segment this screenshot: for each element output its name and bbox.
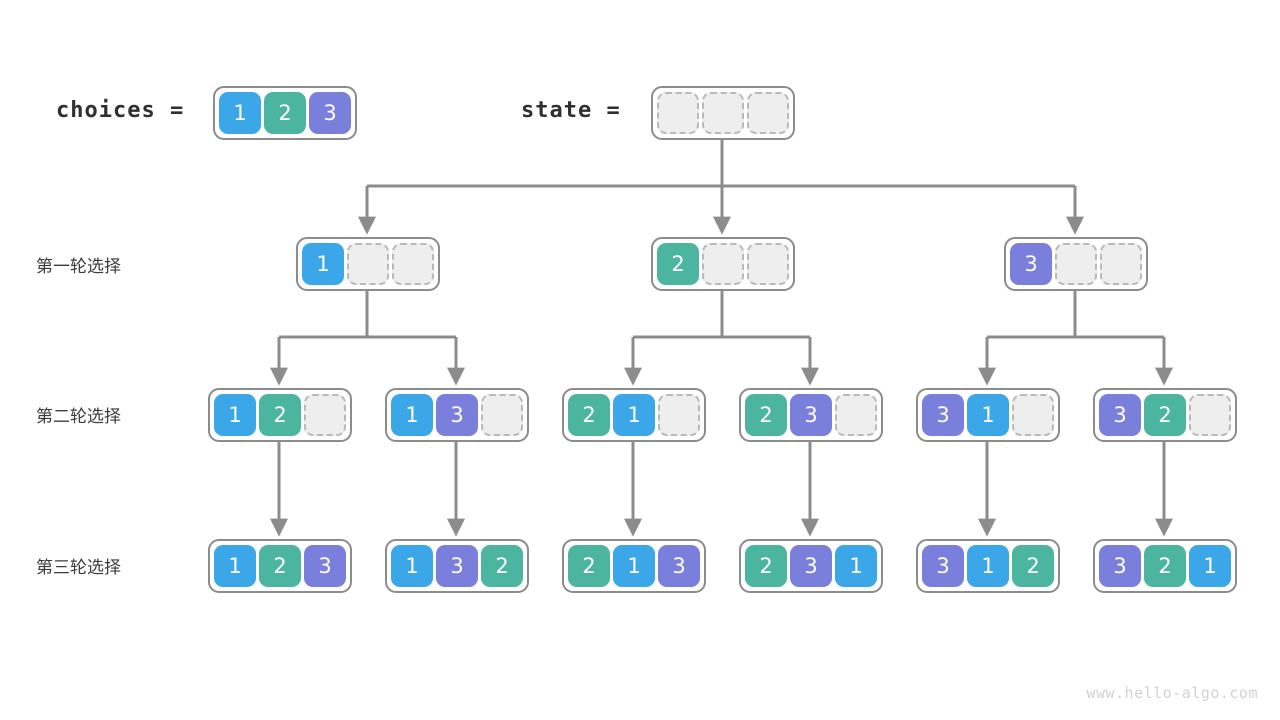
cell-value: 2 xyxy=(745,545,787,587)
cell-empty xyxy=(1012,394,1054,436)
cell-empty xyxy=(747,243,789,285)
cell-value: 3 xyxy=(790,545,832,587)
cell-empty xyxy=(702,243,744,285)
level3-node-0: 1 2 3 xyxy=(208,539,352,593)
cell-value: 3 xyxy=(304,545,346,587)
cell-value: 1 xyxy=(967,545,1009,587)
cell-value: 3 xyxy=(1099,394,1141,436)
row-label-round-3: 第三轮选择 xyxy=(36,558,121,578)
cell-value: 2 xyxy=(1144,394,1186,436)
level1-node-1: 2 xyxy=(651,237,795,291)
state-cell-1 xyxy=(702,92,744,134)
watermark: www.hello-algo.com xyxy=(1086,684,1258,702)
cell-value: 1 xyxy=(613,545,655,587)
cell-value: 2 xyxy=(568,545,610,587)
level3-node-2: 2 1 3 xyxy=(562,539,706,593)
row-label-round-1: 第一轮选择 xyxy=(36,257,121,277)
level1-node-2: 3 xyxy=(1004,237,1148,291)
choices-array: 1 2 3 xyxy=(213,86,357,140)
cell-value: 2 xyxy=(259,545,301,587)
level3-node-4: 3 1 2 xyxy=(916,539,1060,593)
cell-value: 3 xyxy=(790,394,832,436)
level2-node-5: 3 2 xyxy=(1093,388,1237,442)
choices-cell-0: 1 xyxy=(219,92,261,134)
cell-empty xyxy=(1189,394,1231,436)
cell-empty xyxy=(304,394,346,436)
cell-empty xyxy=(658,394,700,436)
level2-node-4: 3 1 xyxy=(916,388,1060,442)
choices-cell-2: 3 xyxy=(309,92,351,134)
cell-value: 3 xyxy=(922,394,964,436)
cell-value: 2 xyxy=(657,243,699,285)
state-cell-2 xyxy=(747,92,789,134)
cell-value: 1 xyxy=(214,545,256,587)
cell-empty xyxy=(1055,243,1097,285)
level2-node-3: 2 3 xyxy=(739,388,883,442)
level3-node-1: 1 3 2 xyxy=(385,539,529,593)
cell-empty xyxy=(481,394,523,436)
cell-value: 3 xyxy=(436,394,478,436)
cell-value: 2 xyxy=(481,545,523,587)
row-label-round-2: 第二轮选择 xyxy=(36,407,121,427)
cell-value: 1 xyxy=(302,243,344,285)
cell-value: 3 xyxy=(436,545,478,587)
cell-empty xyxy=(347,243,389,285)
cell-value: 1 xyxy=(967,394,1009,436)
cell-value: 1 xyxy=(214,394,256,436)
level2-node-2: 2 1 xyxy=(562,388,706,442)
cell-empty xyxy=(835,394,877,436)
cell-empty xyxy=(1100,243,1142,285)
cell-value: 1 xyxy=(1189,545,1231,587)
cell-empty xyxy=(392,243,434,285)
cell-value: 2 xyxy=(259,394,301,436)
cell-value: 3 xyxy=(658,545,700,587)
level3-node-3: 2 3 1 xyxy=(739,539,883,593)
cell-value: 2 xyxy=(568,394,610,436)
cell-value: 3 xyxy=(1010,243,1052,285)
level2-node-1: 1 3 xyxy=(385,388,529,442)
cell-value: 3 xyxy=(1099,545,1141,587)
cell-value: 1 xyxy=(613,394,655,436)
level2-node-0: 1 2 xyxy=(208,388,352,442)
cell-value: 3 xyxy=(922,545,964,587)
level1-node-0: 1 xyxy=(296,237,440,291)
state-label: state = xyxy=(521,98,621,123)
choices-label: choices = xyxy=(56,98,185,123)
level3-node-5: 3 2 1 xyxy=(1093,539,1237,593)
cell-value: 1 xyxy=(835,545,877,587)
cell-value: 1 xyxy=(391,545,433,587)
choices-cell-1: 2 xyxy=(264,92,306,134)
cell-value: 2 xyxy=(1144,545,1186,587)
state-array xyxy=(651,86,795,140)
state-cell-0 xyxy=(657,92,699,134)
cell-value: 1 xyxy=(391,394,433,436)
cell-value: 2 xyxy=(745,394,787,436)
cell-value: 2 xyxy=(1012,545,1054,587)
